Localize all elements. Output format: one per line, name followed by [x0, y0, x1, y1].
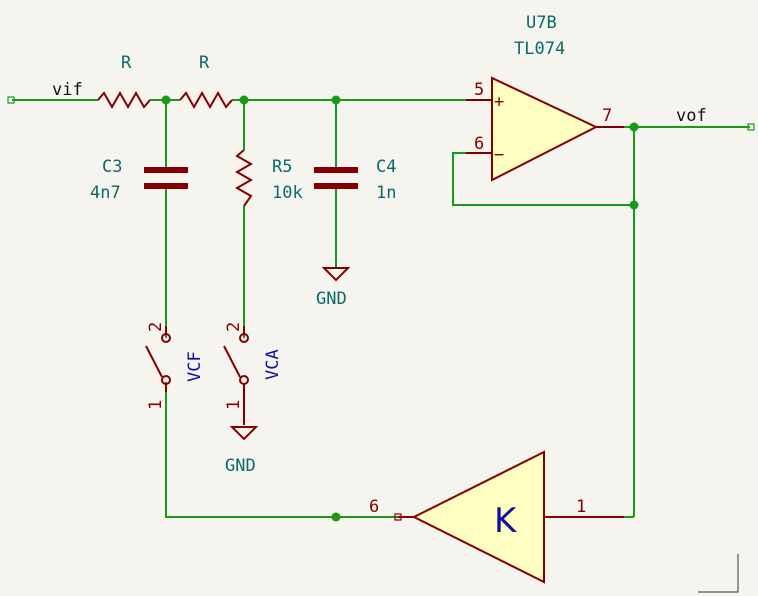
- opamp-value: TL074: [514, 39, 565, 59]
- switch-vcf-label: VCF: [185, 351, 205, 382]
- junction-dot: [239, 95, 249, 105]
- sheet-border-corner: [698, 554, 739, 593]
- output-terminal: [747, 123, 755, 131]
- switch-vca-pin-top: 2: [224, 322, 244, 332]
- junction-dot: [629, 122, 639, 132]
- junction-dot: [161, 95, 171, 105]
- net-label-input: vif: [52, 80, 83, 100]
- input-terminal: [7, 96, 15, 104]
- switch-vca-pin-bottom: 1: [224, 400, 244, 410]
- ground-label: GND: [225, 456, 256, 476]
- junction-dot: [629, 200, 639, 210]
- resistor-r5-ref: R5: [272, 157, 292, 177]
- gain-block-label: K: [494, 501, 518, 541]
- capacitor-c3-value: 4n7: [90, 183, 121, 203]
- opamp-u7b: [466, 76, 624, 182]
- capacitor-c4-ref: C4: [376, 157, 396, 177]
- opamp-pin-plus-number: 5: [474, 80, 484, 100]
- net-label-output: vof: [676, 106, 707, 126]
- opamp-ref: U7B: [526, 13, 557, 33]
- resistor-r2: [179, 90, 233, 110]
- switch-vcf: [145, 326, 171, 392]
- capacitor-c3-ref: C3: [102, 157, 122, 177]
- opamp-minus-sign: −: [494, 145, 504, 165]
- resistor-r1: [97, 90, 151, 110]
- capacitor-c4-value: 1n: [376, 183, 396, 203]
- resistor-r5: [234, 149, 254, 207]
- opamp-pin-out-number: 7: [602, 106, 612, 126]
- junction-dot: [331, 512, 341, 522]
- ground-symbol: [321, 267, 351, 282]
- gain-block-pin-in: 6: [369, 497, 379, 517]
- junctions: [161, 95, 639, 522]
- junction-dot: [331, 95, 341, 105]
- resistor-r2-ref: R: [199, 53, 210, 73]
- ground-label: GND: [316, 289, 347, 309]
- switch-vca-label: VCA: [263, 349, 283, 380]
- opamp-plus-sign: +: [494, 92, 504, 112]
- gain-block-pin-out: 1: [576, 497, 586, 517]
- wire-feedback: [452, 152, 634, 206]
- resistor-r1-ref: R: [121, 53, 132, 73]
- switch-vcf-pin-bottom: 1: [146, 400, 166, 410]
- switch-vca: [223, 326, 249, 425]
- ground-symbol: [229, 426, 259, 441]
- switch-vcf-pin-top: 2: [146, 322, 166, 332]
- wire-vcf-to-k: [165, 382, 398, 518]
- resistor-r5-value: 10k: [272, 183, 303, 203]
- gain-block-k: [394, 450, 624, 584]
- opamp-pin-minus-number: 6: [474, 134, 484, 154]
